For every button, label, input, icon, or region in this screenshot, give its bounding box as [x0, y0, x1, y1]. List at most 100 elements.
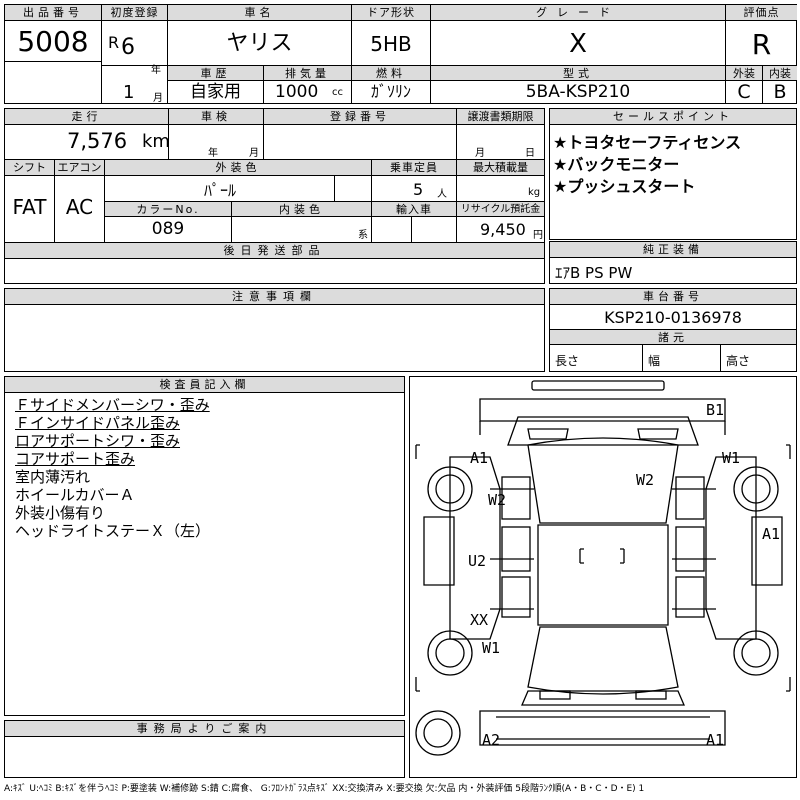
- car-name-value: ヤリス: [226, 31, 293, 56]
- shift-label: シフト: [5, 160, 54, 176]
- transfer-deadline-label: 譲渡書類期限: [457, 109, 544, 125]
- right-side-panel: [751, 516, 783, 586]
- left-front-door: [501, 476, 531, 520]
- wheel-rear-left: [427, 630, 473, 676]
- exterior-grade-label: 外装: [726, 65, 762, 81]
- damage-mark: W1: [722, 449, 741, 467]
- left-side-panel: [423, 516, 455, 586]
- fuel-value: ｶﾞｿﾘﾝ: [370, 82, 411, 101]
- model-value: 5BA-KSP210: [525, 82, 631, 102]
- sales-point-item: ★プッシュスタート: [553, 177, 696, 196]
- history-label: 車歴: [168, 65, 263, 81]
- inspection-label: 車検: [169, 109, 263, 125]
- dimensions-label: 諸元: [550, 329, 796, 345]
- inspector-note-line: コアサポート歪み: [15, 450, 136, 468]
- damage-mark: A1: [706, 731, 725, 749]
- mileage-value: 7,576: [67, 129, 128, 153]
- year-unit: 年: [151, 65, 161, 76]
- displacement-unit: cc: [332, 87, 343, 98]
- interior-color-unit: 系: [358, 230, 368, 241]
- model-label: 型式: [431, 65, 725, 81]
- inspector-note-line: Ｆサイドメンバーシワ・歪み: [15, 396, 210, 414]
- front-bumper-top: [531, 380, 665, 391]
- sales-points-box: セールスポイント ★トヨタセーフティセンス ★バックモニター ★プッシュスタート: [549, 108, 797, 240]
- lot-number-value: 5008: [17, 25, 89, 58]
- interior-grade-value: B: [773, 81, 787, 103]
- inspector-note-line: 外装小傷有り: [15, 504, 106, 522]
- inspection-month-unit: 月: [249, 148, 259, 159]
- first-registration-label: 初度登録: [102, 5, 167, 21]
- headlights: [527, 428, 679, 440]
- exterior-color-value: ﾊﾟｰﾙ: [203, 181, 236, 200]
- shift-value: FAT: [12, 195, 47, 219]
- right-quarter: [675, 576, 705, 618]
- import-label: 輸入車: [372, 201, 456, 217]
- sales-points-label: セールスポイント: [550, 109, 796, 125]
- damage-code-legend: A:ｷｽﾞ U:ﾍｺﾐ B:ｷｽﾞを伴うﾍｺﾐ P:要塗装 W:補修跡 S:錆 …: [4, 784, 645, 794]
- wheel-front-left: [427, 466, 473, 512]
- damage-mark: A1: [762, 525, 781, 543]
- inspector-note-line: ホイールカバーＡ: [15, 486, 135, 504]
- registration-year: 6: [121, 35, 135, 60]
- lot-number-label: 出品番号: [5, 5, 101, 21]
- genuine-equipment-box: 純正装備 ｴｱB PS PW: [549, 241, 797, 284]
- width-label: 幅: [648, 354, 661, 368]
- vehicle-details-table: 走行 7,576 km 車検 年 月 登録番号 譲渡書類期限 月 日 シフト F…: [4, 108, 545, 284]
- caution-label: 注意事項欄: [5, 289, 544, 305]
- score-value: R: [751, 28, 772, 61]
- rear-lamp-right: [635, 690, 667, 700]
- color-number-label: カラーNo.: [105, 201, 231, 217]
- length-label: 長さ: [555, 354, 580, 368]
- right-body: [705, 456, 757, 640]
- damage-mark: A1: [470, 449, 489, 467]
- inspection-year-unit: 年: [208, 148, 218, 159]
- damage-mark: W1: [482, 639, 501, 657]
- recycle-fee-value: 9,450: [480, 220, 526, 239]
- damage-mark: U2: [468, 552, 487, 570]
- recycle-fee-label: リサイクル預託金: [457, 201, 544, 217]
- interior-color-label: 内装色: [232, 201, 371, 217]
- inspector-note-line: Ｆインサイドパネル歪み: [15, 414, 181, 432]
- chassis-box: 車台番号 KSP210-0136978 諸元 長さ 幅 高さ: [549, 288, 797, 372]
- damage-mark: W2: [636, 471, 655, 489]
- car-damage-diagram: [415, 380, 791, 756]
- right-rear-door: [675, 526, 705, 572]
- mileage-label: 走行: [5, 109, 168, 125]
- left-rear-door: [501, 526, 531, 572]
- wheel-front-right: [733, 466, 779, 512]
- wheel-rear-right: [733, 630, 779, 676]
- genuine-equipment-label: 純正装備: [550, 242, 796, 258]
- max-load-unit: kg: [528, 187, 541, 198]
- transfer-day-unit: 日: [525, 148, 535, 159]
- capacity-label: 乗車定員: [372, 160, 456, 176]
- color-number-value: 089: [151, 219, 185, 239]
- header-table: 出品番号 5008 初度登録 R 6 年 1 月 車名 ヤリス ドア形状 5HB…: [4, 4, 797, 104]
- sales-point-item: ★バックモニター: [553, 155, 680, 174]
- genuine-equipment-value: ｴｱB PS PW: [555, 264, 633, 282]
- history-value: 自家用: [190, 82, 241, 102]
- rear-glass: [527, 626, 679, 695]
- mileage-unit: km: [142, 131, 170, 152]
- damage-mark: XX: [470, 611, 489, 629]
- max-load-label: 最大積載量: [457, 160, 544, 176]
- damage-mark: A2: [482, 731, 501, 749]
- door-type-value: 5HB: [370, 32, 412, 56]
- chassis-number-value: KSP210-0136978: [604, 308, 742, 327]
- inspector-note-line: 室内薄汚れ: [15, 468, 91, 486]
- damage-diagram-box: B1 A1 W1 W2 W2 A1 U2 XX W1 A2 A1: [409, 376, 797, 778]
- inspector-notes-box: 検査員記入欄 Ｆサイドメンバーシワ・歪み Ｆインサイドパネル歪み ロアサポートシ…: [4, 376, 405, 716]
- sales-point-item: ★トヨタセーフティセンス: [553, 133, 742, 152]
- fuel-label: 燃料: [352, 65, 430, 81]
- rear-bumper: [479, 710, 726, 746]
- trunk: [521, 690, 685, 706]
- aircon-value: AC: [65, 195, 94, 219]
- spare-wheel: [415, 710, 461, 756]
- windshield: [527, 437, 679, 524]
- roof: [537, 524, 669, 626]
- registration-month: 1: [123, 82, 135, 103]
- inspector-note-line: ロアサポートシワ・歪み: [15, 432, 181, 450]
- interior-grade-label: 内装: [763, 65, 797, 81]
- inspector-note-line: ヘッドライトステーＸ（左）: [15, 522, 211, 540]
- office-notice-box: 事務局よりご案内: [4, 720, 405, 778]
- grade-value: X: [569, 29, 587, 59]
